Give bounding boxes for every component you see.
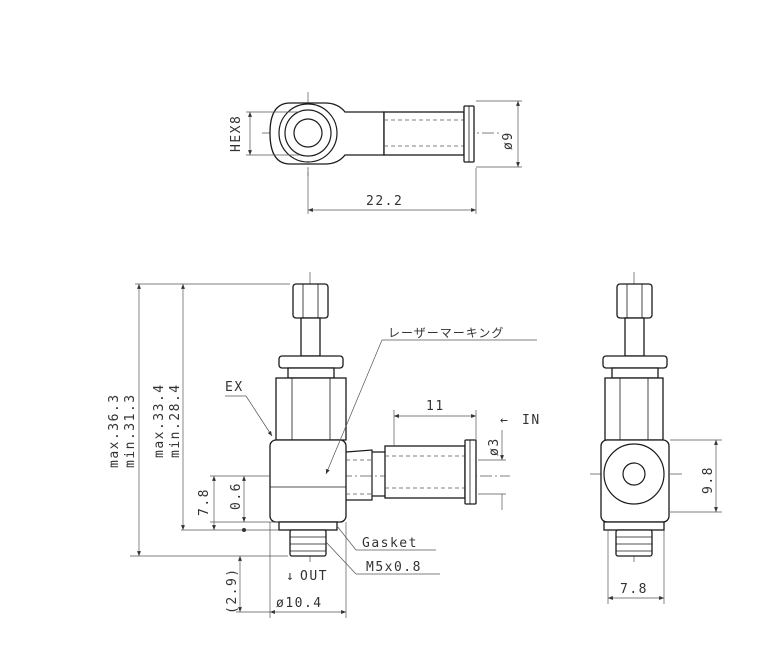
ex-label: EX [225, 380, 244, 395]
hex-label: HEX8 [229, 115, 244, 152]
gasket-label: Gasket [362, 536, 418, 551]
side-thread [615, 529, 653, 557]
side-gasket [603, 521, 665, 531]
side-lock-nut [602, 355, 668, 369]
dim-11: 11 [426, 399, 445, 414]
front-knob [292, 283, 329, 319]
out-arrow-icon: ↓ [286, 569, 295, 584]
front-gasket [278, 521, 338, 531]
laser-marking-label: レーザーマーキング [388, 326, 504, 340]
thread-label: M5x0.8 [366, 560, 422, 575]
in-arrow-icon: ← [500, 413, 509, 428]
front-stem [300, 317, 321, 357]
front-tube-body [384, 445, 466, 499]
min-mid-label: min.28.4 [168, 383, 183, 458]
min-overall-label: min.31.3 [123, 393, 138, 468]
front-view: max.36.3 min.31.3 max.33.4 min.28.4 7.8 … [107, 272, 541, 618]
dim-2-9: (2.9) [225, 567, 240, 614]
front-release-ring [464, 439, 477, 505]
front-hex-body [275, 377, 347, 441]
side-hex-body [604, 377, 664, 441]
side-knob [616, 283, 653, 319]
dim-3: ø3 [487, 437, 502, 456]
dim-7-8-front: 7.8 [197, 488, 212, 516]
max-mid-label: max.33.4 [152, 383, 167, 458]
hex-body-outline [269, 102, 385, 165]
in-label: IN [522, 413, 541, 428]
top-tube-body [383, 111, 465, 156]
max-overall-label: max.36.3 [107, 393, 122, 468]
dim-10-4: ø10.4 [276, 596, 323, 611]
dim-7-8-side: 7.8 [620, 582, 648, 597]
out-label: OUT [300, 569, 328, 584]
front-lock-nut [278, 355, 344, 369]
side-view: 9.8 7.8 [590, 272, 722, 604]
length-22-2-label: 22.2 [366, 194, 403, 209]
dim-0-6: 0.6 [229, 482, 244, 510]
front-elbow-body [269, 439, 347, 523]
side-stem [624, 317, 645, 357]
diameter-9-label: ø9 [501, 131, 516, 150]
dim-9-8: 9.8 [701, 466, 716, 494]
top-view: HEX8 ø9 22.2 [229, 92, 522, 214]
front-thread [289, 529, 327, 557]
side-elbow-body [600, 439, 670, 523]
